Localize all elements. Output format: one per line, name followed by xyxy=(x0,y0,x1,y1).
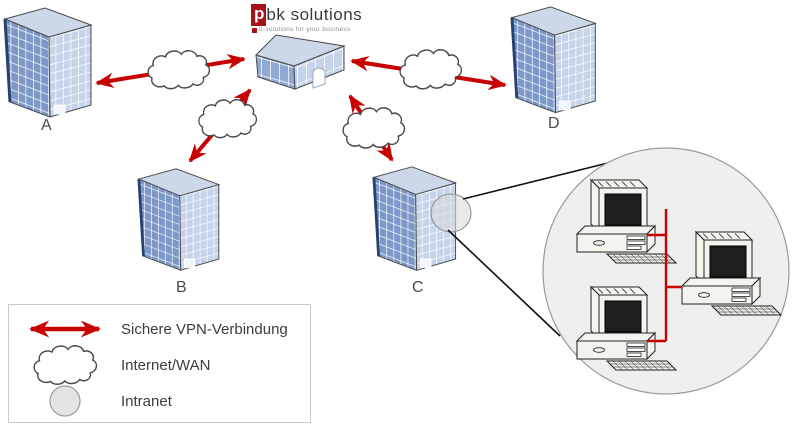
hub-door xyxy=(312,67,326,89)
building-hub xyxy=(255,34,346,90)
company-logo: p bk solutions it-solutions for your bus… xyxy=(251,4,362,34)
building-b xyxy=(137,167,221,272)
legend-item-internet: Internet/WAN xyxy=(9,344,310,385)
building-d xyxy=(510,5,597,115)
legend-label-internet: Internet/WAN xyxy=(121,356,211,374)
logo-mark: p xyxy=(251,4,267,26)
internet-cloud-d xyxy=(399,49,463,90)
legend-box: Sichere VPN-Verbindung Internet/WAN Intr… xyxy=(8,304,311,423)
cloud-icon xyxy=(9,343,121,388)
legend-label-intranet: Intranet xyxy=(121,392,172,410)
callout-line-top xyxy=(462,157,629,200)
internet-cloud-b xyxy=(198,99,258,139)
vpn-arrow-icon xyxy=(9,319,121,339)
internet-cloud-c xyxy=(342,107,406,149)
internet-cloud-a xyxy=(147,50,211,90)
logo-tagline: it-solutions for your business xyxy=(259,26,351,33)
lan-bus-line xyxy=(647,209,682,343)
node-label-c: C xyxy=(412,279,424,296)
legend-item-vpn: Sichere VPN-Verbindung xyxy=(9,311,310,347)
legend-label-vpn: Sichere VPN-Verbindung xyxy=(121,320,288,338)
node-label-d: D xyxy=(548,115,560,132)
node-label-b: B xyxy=(176,279,187,296)
logo-name: bk solutions xyxy=(266,5,363,24)
intranet-spot xyxy=(430,193,472,233)
logo-tagline-bullet xyxy=(252,27,257,33)
legend-item-intranet: Intranet xyxy=(9,383,310,419)
intranet-circle-icon xyxy=(9,384,121,418)
building-a xyxy=(3,6,93,119)
node-label-a: A xyxy=(41,117,52,134)
callout-line-bottom xyxy=(447,229,561,337)
